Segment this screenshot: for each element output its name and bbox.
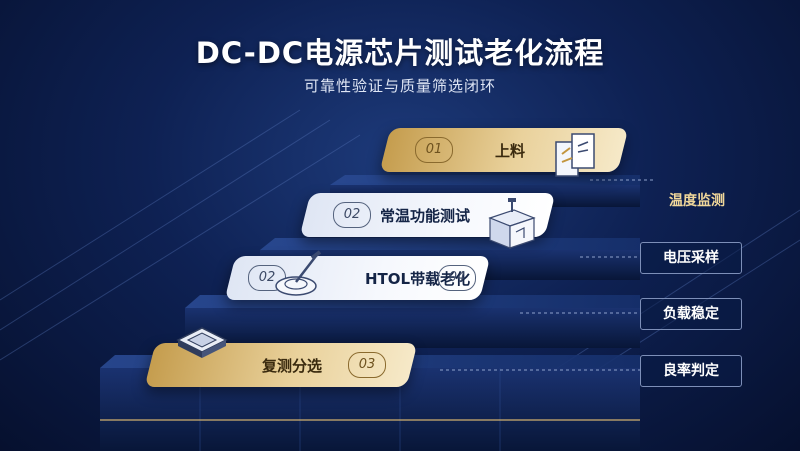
chip-icon (176, 327, 228, 358)
book-scan-icon (555, 133, 595, 177)
step-label: 上料 (495, 142, 526, 160)
page-subtitle: 可靠性验证与质量筛选闭环 (303, 77, 496, 95)
step-card-htol-aging[interactable]: 02 HTOL带载老化 04 (224, 256, 491, 300)
step-number: 02 (333, 202, 371, 228)
connector-lines (440, 179, 655, 371)
step-number-right: 04 (438, 265, 476, 291)
monitor-voltage: 电压采样 (640, 242, 742, 274)
step-number: 01 (415, 137, 453, 163)
probe-dish-icon (275, 250, 322, 296)
step-label: 复测分选 (262, 357, 323, 375)
monitor-temperature: 温度监测 (669, 193, 725, 209)
test-station-icon (488, 198, 536, 249)
monitor-yield: 良率判定 (640, 355, 742, 387)
monitor-load: 负载稳定 (640, 298, 742, 330)
step-label: 常温功能测试 (380, 207, 471, 225)
page-title: DC-DC电源芯片测试老化流程 (195, 36, 605, 70)
step-number: 03 (348, 352, 386, 378)
